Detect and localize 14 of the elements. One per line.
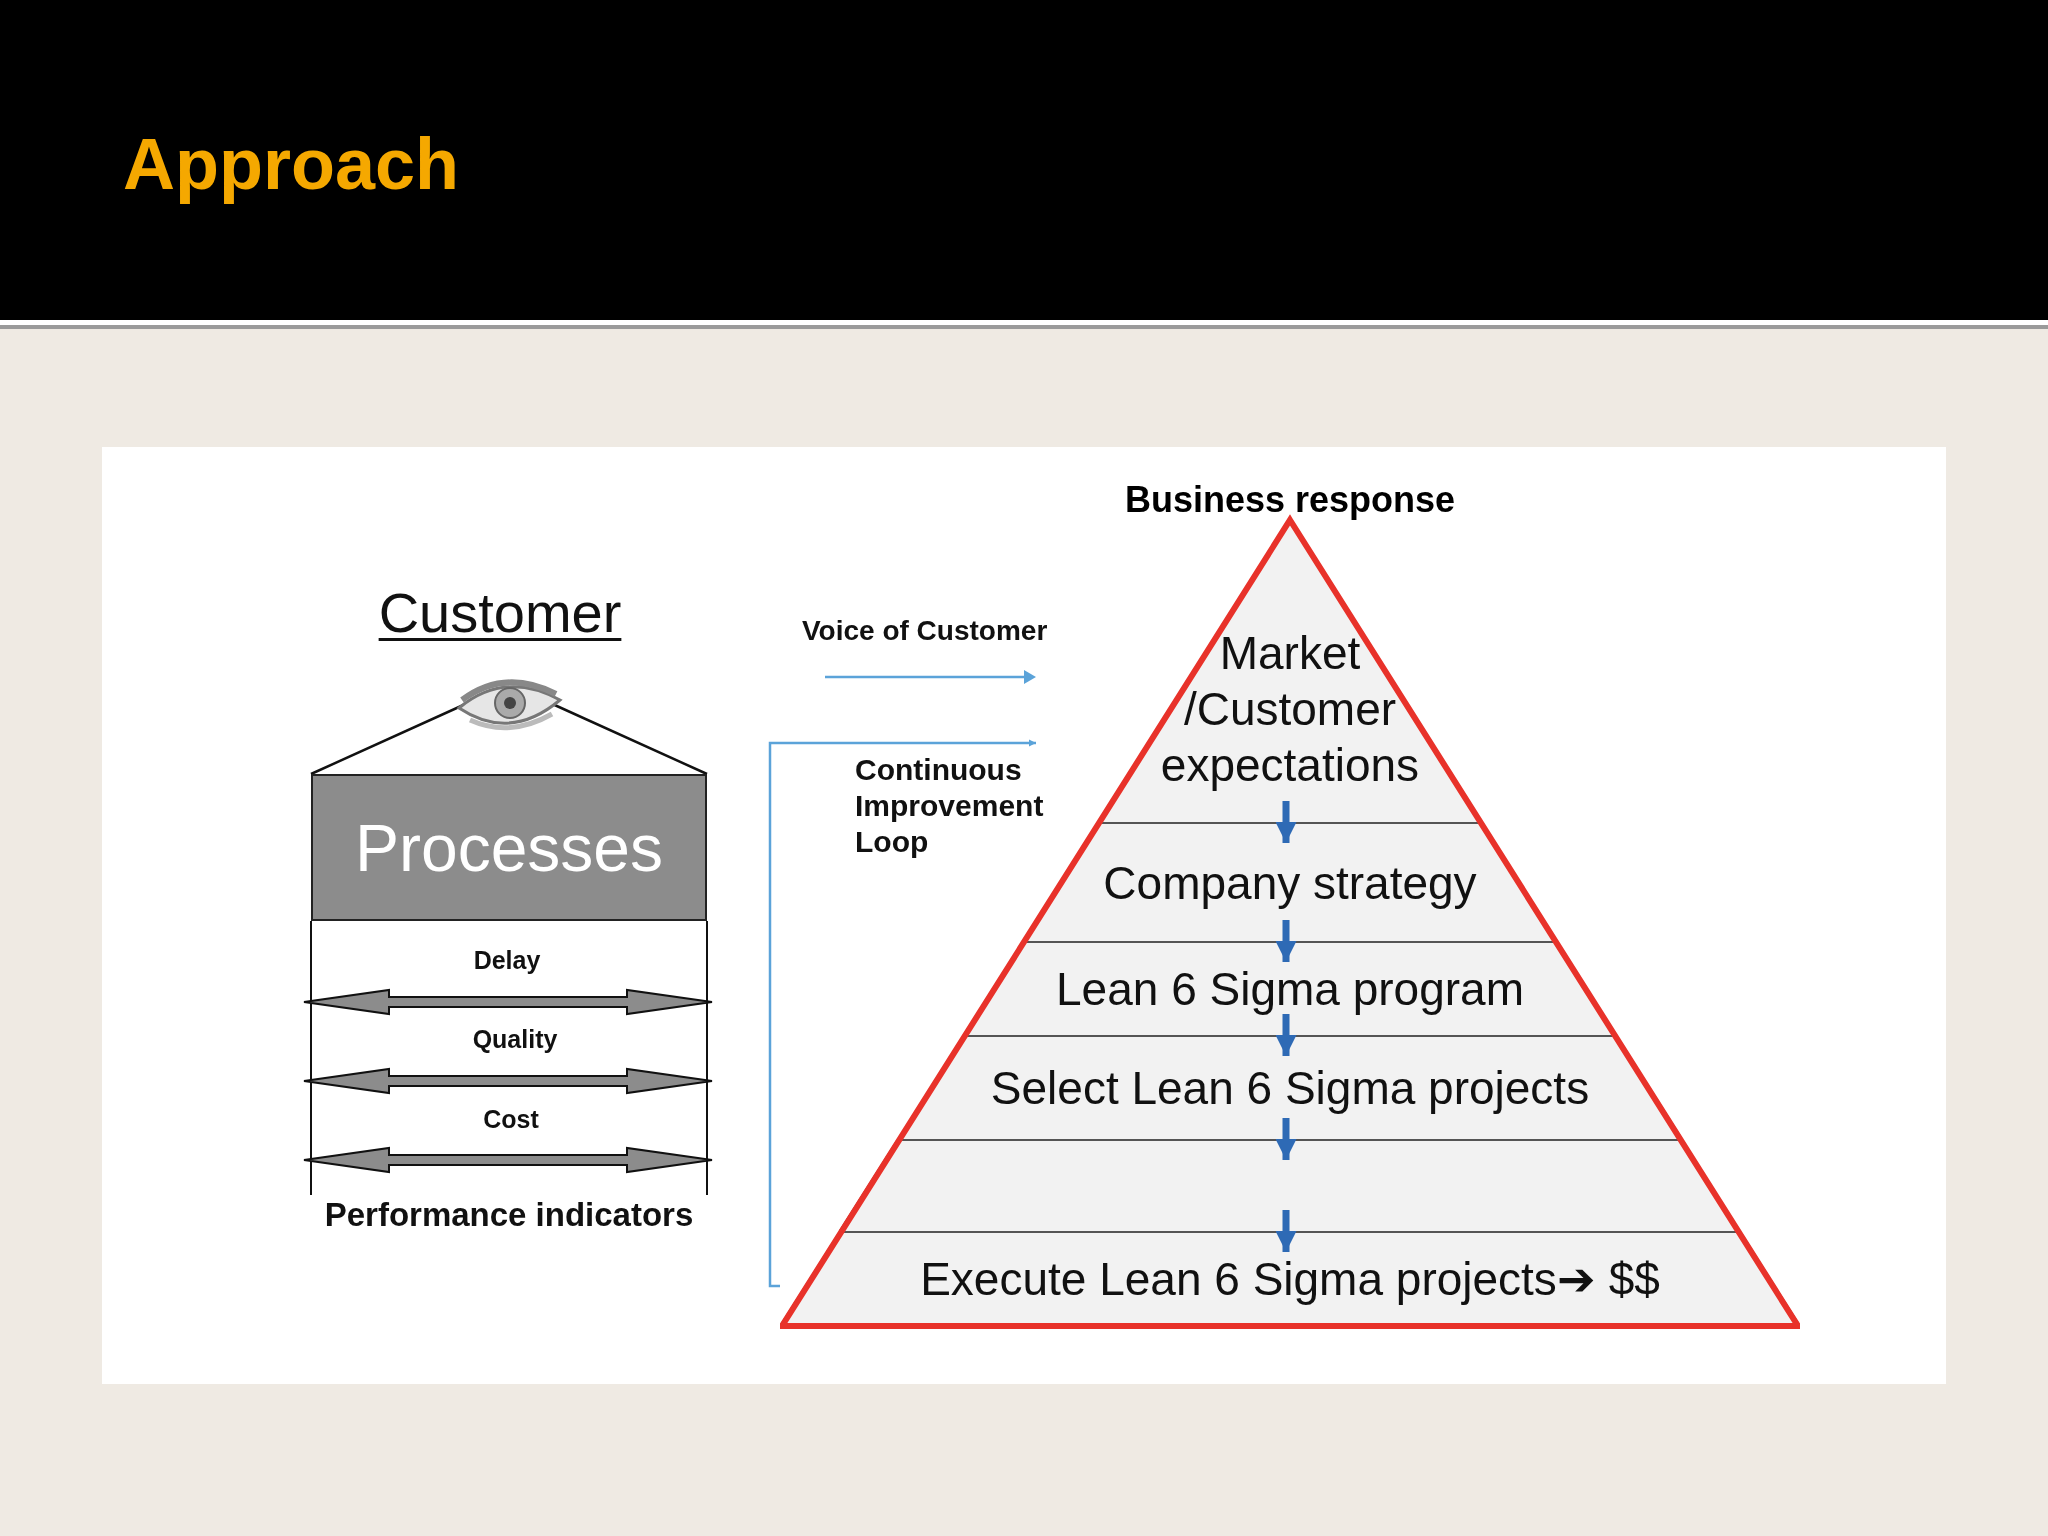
- pyramid-heading: Business response: [1124, 482, 1456, 518]
- arrow-label: Voice of Customer: [802, 617, 1048, 645]
- caption: Performance indicators: [324, 1198, 694, 1231]
- arrow: [1275, 1014, 1297, 1056]
- heading: Customer: [378, 585, 622, 641]
- arrow: [1275, 920, 1297, 962]
- indicator-label: Cost: [483, 1107, 539, 1132]
- arrow: [768, 739, 1036, 1288]
- indicator-label: Delay: [473, 948, 541, 973]
- indicator-label: Quality: [472, 1027, 558, 1052]
- arrow: [1275, 801, 1297, 843]
- edge-label: Continuous Improvement Loop: [855, 752, 1045, 860]
- tier-label: Market /Customer expectations: [1159, 625, 1421, 793]
- process-box: Processes: [311, 774, 707, 921]
